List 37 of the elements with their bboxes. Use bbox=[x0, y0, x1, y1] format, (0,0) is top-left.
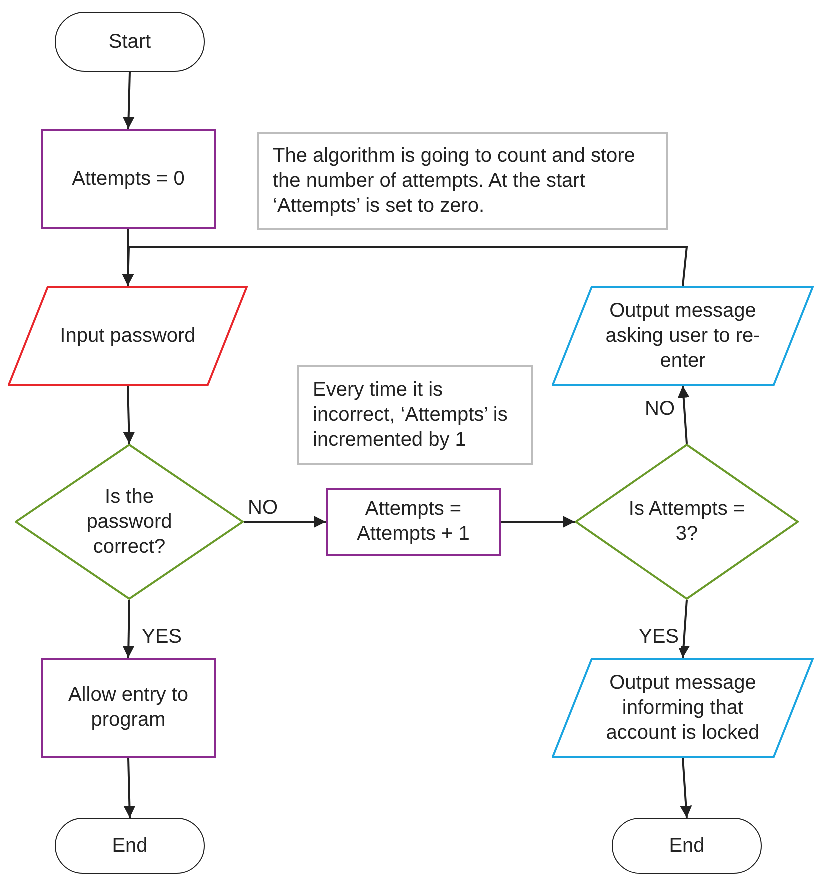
arrow bbox=[124, 758, 136, 818]
edge-label: YES bbox=[637, 626, 682, 648]
arrow bbox=[123, 386, 136, 444]
arrow bbox=[678, 386, 690, 444]
node-label: Input password bbox=[60, 324, 196, 348]
process-box bbox=[41, 129, 216, 229]
node-label: Start bbox=[108, 30, 152, 54]
arrow bbox=[122, 246, 688, 286]
node-label: Attempts = 0 bbox=[72, 166, 185, 192]
input-output-shape bbox=[552, 658, 814, 758]
arrow bbox=[501, 516, 575, 528]
node-label: Allow entry to program bbox=[67, 683, 190, 733]
decision-diamond bbox=[15, 444, 244, 600]
process-box bbox=[41, 658, 216, 758]
note-box bbox=[257, 132, 668, 230]
node-label: Output message informing that account is locked bbox=[605, 670, 761, 746]
arrow bbox=[678, 600, 690, 658]
arrow bbox=[122, 72, 135, 130]
node-label: End bbox=[669, 834, 705, 858]
terminator-shape bbox=[612, 818, 762, 874]
arrow bbox=[244, 516, 326, 528]
note-text: The algorithm is going to count and store the number of attempts. At the start ‘Attempts’ is set to zero. bbox=[273, 144, 636, 218]
input-output-shape bbox=[8, 286, 248, 386]
node-label: End bbox=[112, 834, 148, 858]
note-box bbox=[297, 365, 533, 465]
node-label: Is Attempts = 3? bbox=[628, 497, 746, 547]
input-output-shape bbox=[552, 286, 814, 386]
arrow bbox=[680, 758, 692, 818]
decision-diamond bbox=[575, 444, 799, 600]
arrow bbox=[122, 600, 135, 658]
node-label: Is the password correct? bbox=[86, 484, 174, 560]
node-label: Output message asking user to re-enter bbox=[604, 298, 762, 374]
note-text: Every time it is incorrect, ‘Attempts’ is incremented by 1 bbox=[313, 378, 509, 452]
terminator-shape bbox=[55, 12, 205, 72]
node-label: Attempts = Attempts + 1 bbox=[356, 497, 471, 547]
process-box bbox=[326, 488, 501, 556]
terminator-shape bbox=[55, 818, 205, 874]
